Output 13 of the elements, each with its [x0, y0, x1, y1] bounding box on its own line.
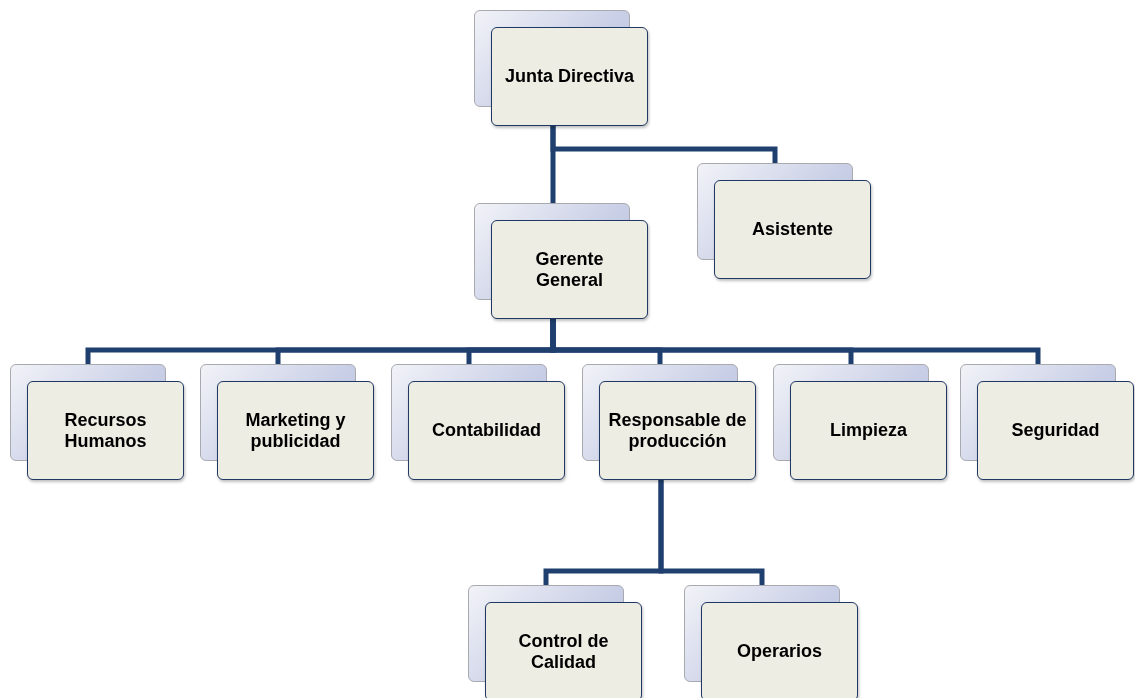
position-title: Limpieza	[830, 420, 907, 441]
position-title: Marketing y publicidad	[244, 409, 347, 452]
position-title: Recursos Humanos	[63, 409, 148, 452]
position-title: Seguridad	[1011, 420, 1100, 441]
position-title: Gerente General	[534, 248, 605, 291]
connector-line	[550, 126, 778, 163]
position-title: Contabilidad	[432, 420, 541, 441]
connector-line	[658, 480, 765, 585]
position-title: Junta Directiva	[504, 66, 635, 87]
position-title: Operarios	[736, 641, 822, 662]
position-title: Asistente	[752, 219, 833, 240]
position-title: Responsable de producción	[608, 409, 747, 452]
position-title: Control de Calidad	[517, 630, 610, 673]
